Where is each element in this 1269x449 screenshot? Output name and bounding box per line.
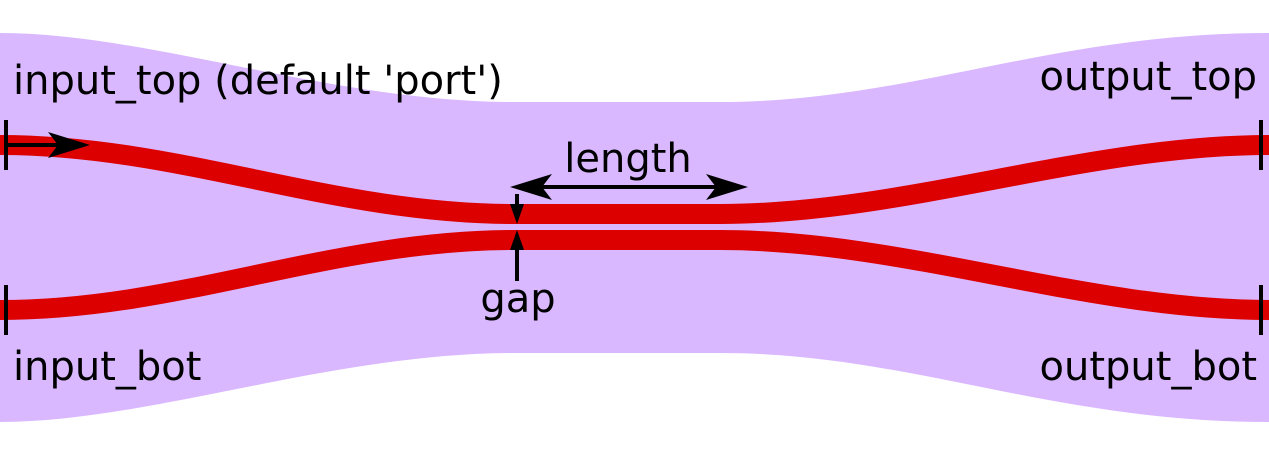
label-length: length bbox=[564, 136, 692, 182]
label-output-top: output_top bbox=[1040, 54, 1257, 100]
label-output-bot: output_bot bbox=[1040, 344, 1257, 390]
waveguide-top bbox=[0, 135, 1269, 224]
length-dimension-arrow bbox=[510, 174, 748, 200]
waveguide-bottom bbox=[0, 230, 1269, 320]
label-gap: gap bbox=[480, 276, 555, 322]
label-input-top: input_top (default 'port') bbox=[13, 58, 503, 104]
arrow-right-icon bbox=[6, 132, 90, 158]
cladding-region bbox=[0, 33, 1269, 422]
label-input-bot: input_bot bbox=[13, 344, 201, 390]
gap-dimension-arrow bbox=[510, 194, 524, 281]
